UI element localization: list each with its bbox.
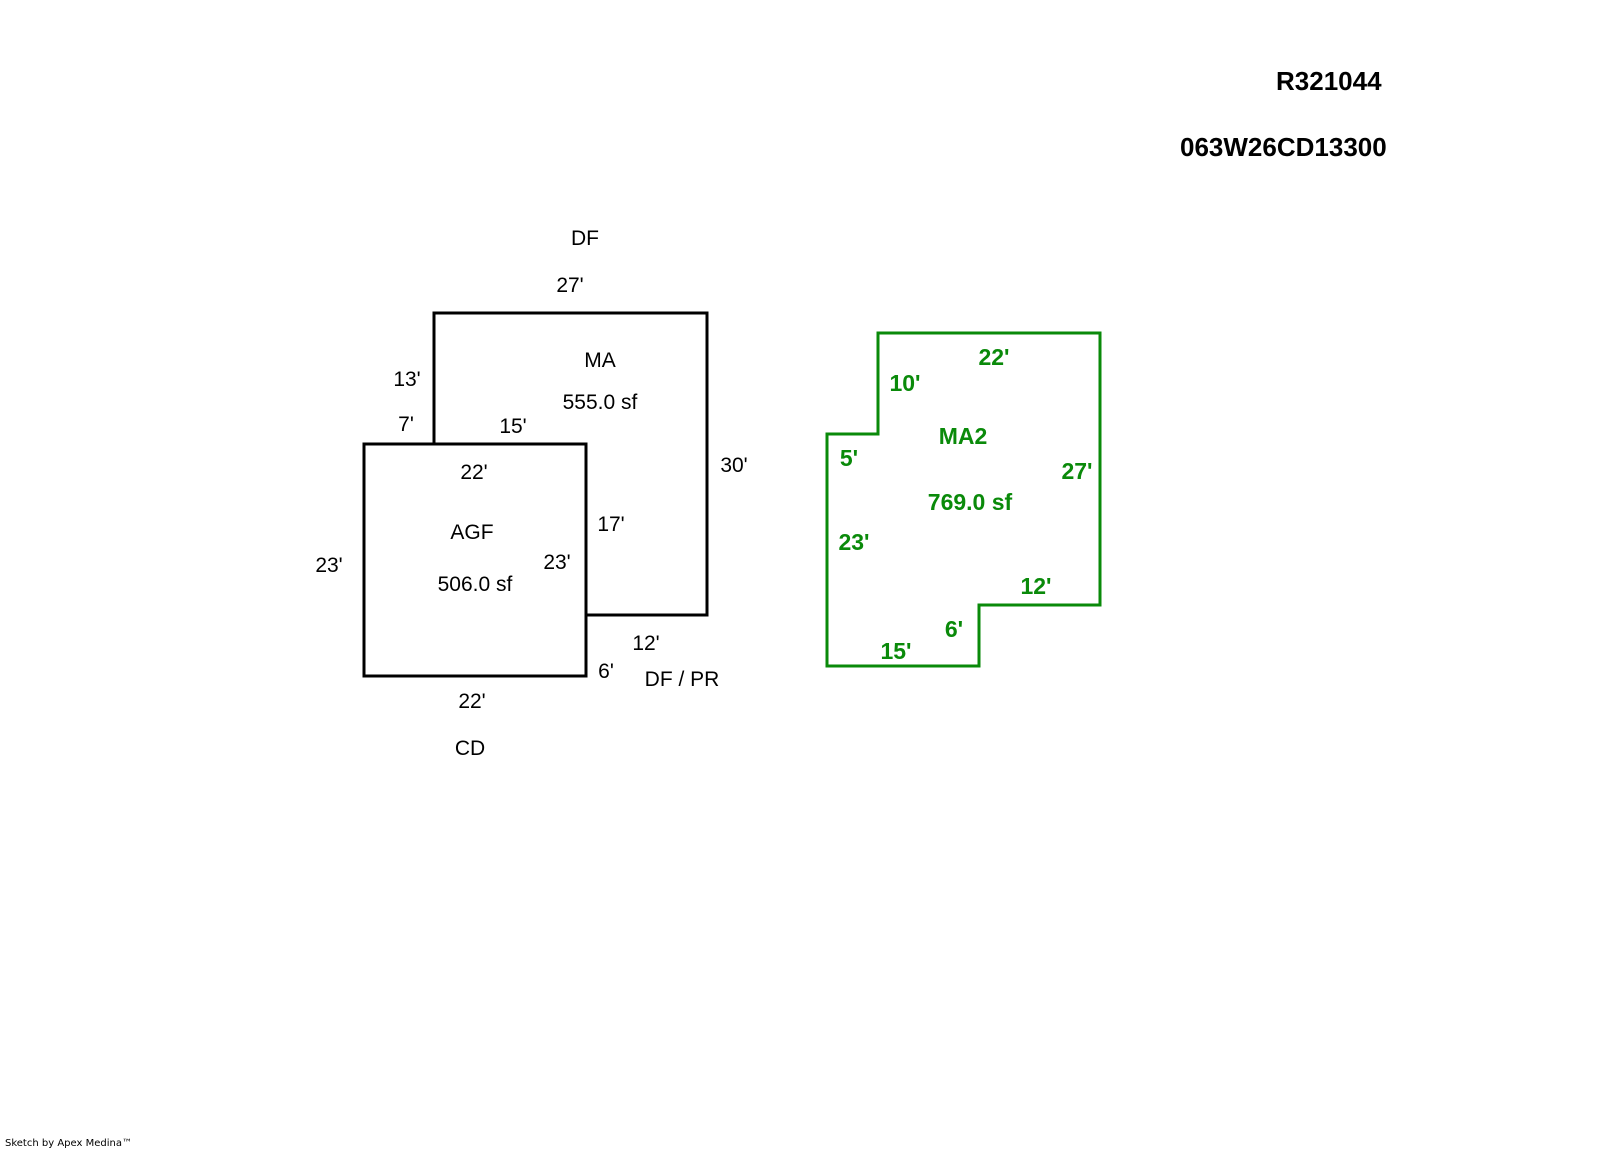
ma2-dim-top: 22': [978, 344, 1009, 370]
agf-area: 506.0 sf: [438, 573, 513, 596]
ma2-outline: [825, 331, 1102, 668]
ma-dim-left-notch: 7': [398, 413, 414, 436]
ma2-dim-right: 27': [1061, 458, 1092, 484]
ma2-dim-left-lower: 23': [838, 529, 869, 555]
ma2-code: MA2: [939, 423, 988, 449]
ma-area: 555.0 sf: [563, 391, 638, 414]
ma2-dim-step-down: 6': [945, 616, 963, 642]
agf-outline: [362, 442, 588, 678]
ma-dim-top: 27': [556, 274, 583, 297]
ma2-dim-left-upper: 10': [889, 370, 920, 396]
ma-dim-right: 30': [720, 454, 747, 477]
annotation-bottom: CD: [455, 737, 485, 760]
map-tax-lot: 063W26CD13300: [1180, 132, 1387, 162]
account-id: R321044: [1276, 66, 1382, 96]
ma-dim-bottom-notch: 12': [632, 632, 659, 655]
sketch-credit: Sketch by Apex Medina™: [5, 1138, 132, 1149]
agf-code: AGF: [450, 521, 493, 544]
ma2-dim-bottom: 15': [880, 638, 911, 664]
agf-dim-bottom: 22': [458, 690, 485, 713]
agf-dim-top: 22': [460, 461, 487, 484]
annotation-top: DF: [571, 227, 599, 250]
ma-dim-left-upper: 13': [393, 368, 420, 391]
ma-dim-right-lower: 17': [597, 513, 624, 536]
agf-dim-right-lower: 6': [598, 660, 614, 683]
ma-outline: [432, 311, 709, 617]
ma2-area: 769.0 sf: [928, 489, 1013, 515]
ma-code: MA: [584, 349, 616, 372]
ma2-dim-bottom-step: 12': [1020, 573, 1051, 599]
agf-dim-right: 23': [543, 551, 570, 574]
agf-dim-left: 23': [315, 554, 342, 577]
annotation-bottom-right: DF / PR: [645, 668, 720, 691]
ma2-dim-step: 5': [840, 445, 858, 471]
ma-dim-notch-top: 15': [499, 415, 526, 438]
